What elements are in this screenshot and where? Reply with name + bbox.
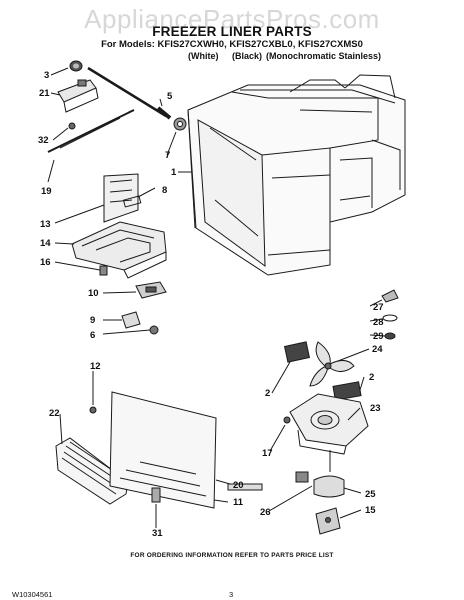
control-knob-part <box>69 60 83 72</box>
part-31 <box>151 487 161 503</box>
damper-housing-part <box>71 221 167 279</box>
models-line: For Models: KFIS27CXWH0, KFIS27CXBL0, KF… <box>101 39 363 50</box>
screw-part-17 <box>283 416 291 424</box>
callout-number: 23 <box>370 403 381 414</box>
callout-number: 5 <box>167 91 173 102</box>
callout-number: 32 <box>38 135 49 146</box>
callout-number: 27 <box>373 302 384 313</box>
callout-number: 20 <box>233 480 244 491</box>
callout-number: 16 <box>40 257 51 268</box>
clip-part <box>122 195 142 208</box>
fan-motor-part <box>295 450 345 498</box>
callout-number: 19 <box>41 186 52 197</box>
callout-number: 29 <box>373 331 384 342</box>
control-bracket-part <box>57 79 99 113</box>
callout-number: 28 <box>373 317 384 328</box>
callout-number: 24 <box>372 344 383 355</box>
callout-number: 14 <box>40 238 51 249</box>
callout-number: 31 <box>152 528 163 539</box>
callout-number: 2 <box>265 388 270 399</box>
finish-stainless: (Monochromatic Stainless) <box>266 51 382 61</box>
callout-number: 10 <box>88 288 99 299</box>
bulb-part <box>121 311 141 329</box>
callout-number: 11 <box>233 497 244 508</box>
leader-lines <box>47 67 386 528</box>
callout-number: 9 <box>90 315 95 326</box>
fan-housing-part <box>289 393 369 455</box>
ordering-note: FOR ORDERING INFORMATION REFER TO PARTS … <box>130 552 334 559</box>
tube-part <box>227 483 263 491</box>
callout-number: 2 <box>369 372 374 383</box>
callout-number: 15 <box>365 505 376 516</box>
page-title: FREEZER LINER PARTS <box>152 24 312 39</box>
watermark: AppliancePartsPros.com <box>84 4 380 34</box>
evaporator-cover-part <box>109 391 217 509</box>
callout-number: 12 <box>90 361 101 372</box>
damper-motor-part <box>135 281 167 299</box>
page-number: 3 <box>229 590 234 599</box>
foam-pad-part-right <box>332 381 362 401</box>
foam-pad-part-left <box>283 341 311 363</box>
grille-part <box>55 437 129 505</box>
hardware-stack-27-28-29 <box>381 289 399 340</box>
motor-bracket-part <box>315 507 341 535</box>
damper-bracket-part <box>103 173 139 223</box>
screw-part-32 <box>68 122 76 130</box>
freezer-liner-part <box>187 74 406 276</box>
document-number: W10304561 <box>12 590 53 599</box>
callout-number: 26 <box>260 507 271 518</box>
fan-blade-part <box>309 341 355 387</box>
callout-number: 13 <box>40 219 51 230</box>
callout-number: 17 <box>262 448 273 459</box>
shaft-part <box>87 66 172 120</box>
callout-number: 3 <box>44 70 49 81</box>
finish-black: (Black) <box>232 51 263 61</box>
part-16 <box>99 265 108 276</box>
callout-number: 22 <box>49 408 60 419</box>
callout-number: 1 <box>171 167 177 178</box>
callout-number: 7 <box>165 150 170 161</box>
damper-rod-part <box>47 109 135 153</box>
gear-part <box>173 117 187 131</box>
callout-number: 8 <box>162 185 167 196</box>
finish-white: (White) <box>188 51 219 61</box>
callout-number: 6 <box>90 330 95 341</box>
callout-number: 21 <box>39 88 50 99</box>
screw-part-12 <box>89 406 97 414</box>
socket-part <box>149 325 159 335</box>
callout-number: 25 <box>365 489 376 500</box>
